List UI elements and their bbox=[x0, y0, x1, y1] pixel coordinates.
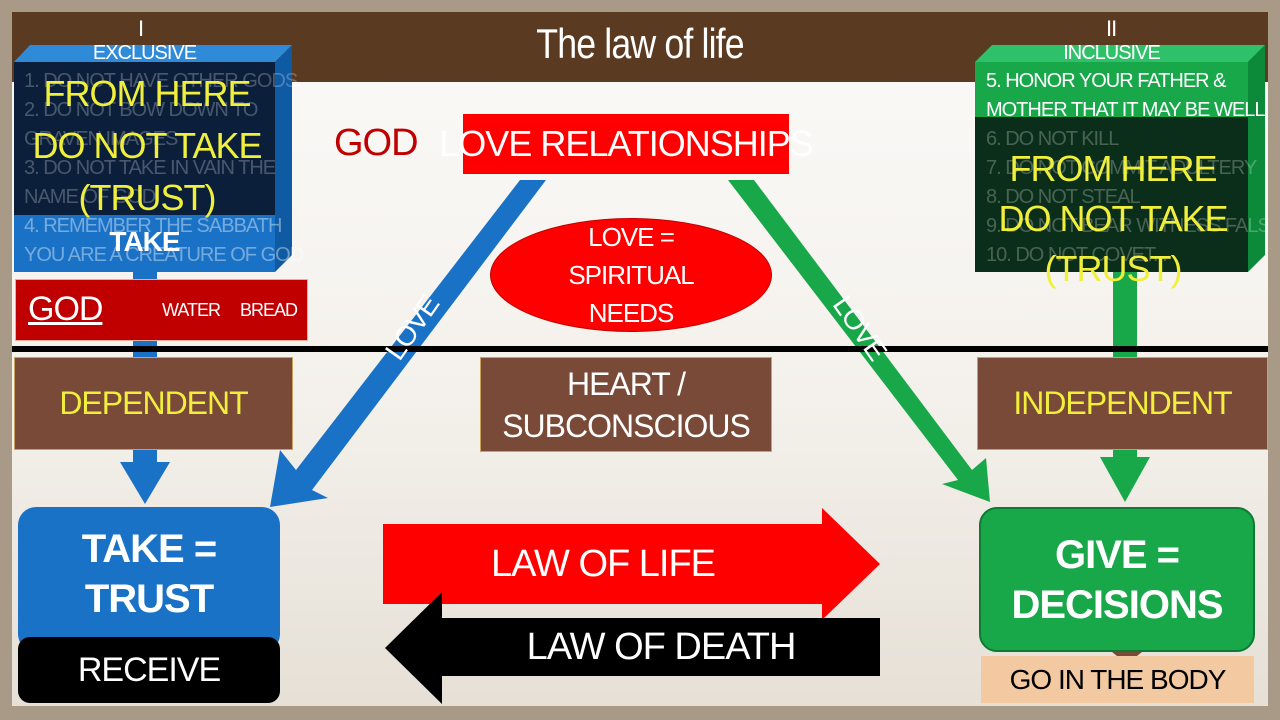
exclusive-overlay-text: FROM HERE DO NOT TAKE (TRUST) bbox=[32, 73, 262, 218]
inclusive-commandments: 5. HONOR YOUR FATHER & MOTHER THAT IT MA… bbox=[986, 70, 1268, 266]
inclusive-label: INCLUSIVE bbox=[1063, 42, 1161, 64]
law-of-life-label: LAW OF LIFE bbox=[490, 542, 716, 585]
exclusive-box-side bbox=[275, 45, 292, 272]
right-down-arrowhead bbox=[1100, 457, 1150, 502]
receive-box: RECEIVE bbox=[18, 637, 280, 703]
heart-box: HEART / SUBCONSCIOUS bbox=[480, 357, 772, 452]
exclusive-dark-overlay bbox=[14, 62, 275, 215]
exclusive-box-top bbox=[14, 45, 292, 62]
dependent-box: DEPENDENT bbox=[14, 357, 293, 450]
blue-love-arrow bbox=[270, 180, 546, 507]
god-bar-bread: BREAD bbox=[240, 300, 298, 320]
exclusive-commandments: 1. DO NOT HAVE OTHER GODS 2. DO NOT BOW … bbox=[24, 70, 304, 266]
roman-one: I bbox=[138, 16, 144, 41]
law-of-death-label: LAW OF DEATH bbox=[526, 625, 797, 668]
inclusive-overlay-text: FROM HERE DO NOT TAKE (TRUST) bbox=[998, 148, 1228, 289]
inclusive-box-top bbox=[975, 45, 1265, 62]
inclusive-dark-overlay bbox=[975, 117, 1248, 272]
go-in-the-body-box: GO IN THE BODY bbox=[981, 656, 1254, 703]
slide-title: The law of life bbox=[536, 20, 744, 67]
take-trust-box: TAKE = TRUST bbox=[18, 507, 280, 652]
spiritual-needs-ellipse: LOVE = SPIRITUAL NEEDS bbox=[490, 218, 772, 332]
roman-two: II bbox=[1106, 16, 1117, 41]
law-of-death-arrow bbox=[385, 592, 880, 704]
green-love-arrow bbox=[728, 180, 990, 502]
exclusive-label: EXCLUSIVE bbox=[92, 42, 197, 64]
divider-line bbox=[12, 346, 1268, 352]
give-decisions-box: GIVE = DECISIONS bbox=[979, 507, 1255, 652]
independent-box: INDEPENDENT bbox=[977, 357, 1268, 450]
god-label: GOD bbox=[334, 122, 419, 164]
left-down-arrowhead bbox=[120, 462, 170, 504]
take-label: TAKE bbox=[109, 226, 180, 257]
god-bar-god: GOD bbox=[28, 290, 103, 328]
inclusive-box-side bbox=[1248, 45, 1265, 272]
slide: The law of life I EXCLUSIVE 1. DO NOT HA… bbox=[12, 12, 1268, 706]
law-of-life-arrow bbox=[383, 508, 880, 620]
god-bar: GOD WATER BREAD bbox=[15, 279, 308, 341]
love-relationships-box: LOVE RELATIONSHIPS bbox=[439, 114, 814, 174]
god-bar-water: WATER bbox=[162, 300, 221, 320]
